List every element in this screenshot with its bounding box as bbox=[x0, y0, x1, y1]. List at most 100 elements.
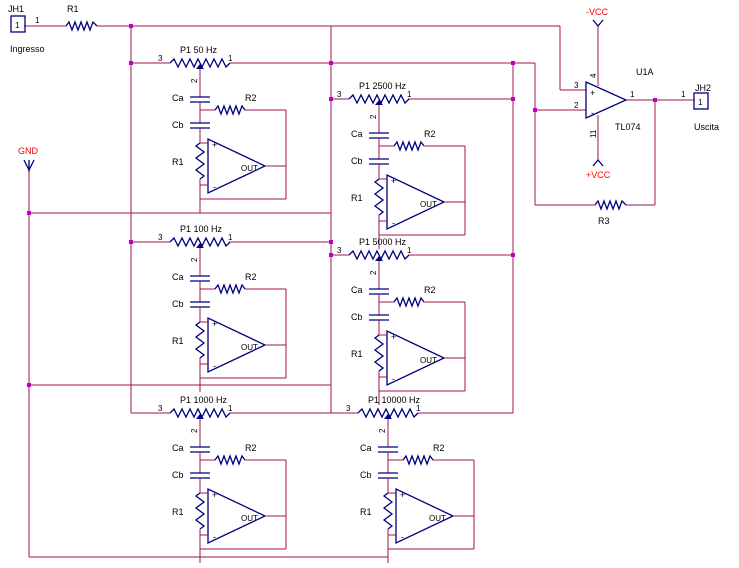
band-1000hz-opamp-out-label: OUT bbox=[241, 514, 258, 523]
band-50hz-pot-pin-a: 3 bbox=[158, 54, 163, 63]
band-50hz-pot-pin-b: 1 bbox=[228, 54, 233, 63]
band-10000hz bbox=[357, 408, 475, 564]
input-resistor-label: R1 bbox=[67, 4, 79, 14]
input-connector-pin: 1 bbox=[15, 21, 20, 30]
output-connector: JH2 1 1 Uscita bbox=[681, 83, 719, 132]
feedback-resistor: R3 bbox=[594, 199, 627, 226]
band-2500hz-pot-wiper: 2 bbox=[369, 114, 378, 119]
band-5000hz bbox=[348, 250, 466, 406]
band-5000hz-opamp-minus: - bbox=[392, 374, 395, 384]
band-2500hz-opamp-plus: + bbox=[391, 176, 396, 186]
ground-symbol: GND bbox=[18, 146, 39, 172]
band-50hz-res-2-label: R2 bbox=[245, 93, 257, 103]
band-1000hz-pot-pin-b: 1 bbox=[228, 404, 233, 413]
band-10000hz-cap-a-label: Ca bbox=[360, 443, 372, 453]
band-100hz-pot-wiper: 2 bbox=[190, 257, 199, 262]
band-5000hz-opamp-plus: + bbox=[391, 332, 396, 342]
band-10000hz-opamp-minus: - bbox=[401, 532, 404, 542]
band-50hz bbox=[169, 58, 287, 214]
main-opamp-pin-out: 1 bbox=[630, 90, 635, 99]
band-100hz-opamp-minus: - bbox=[213, 361, 216, 371]
band-10000hz-opamp-out-label: OUT bbox=[429, 514, 446, 523]
band-2500hz-res-1-label: R1 bbox=[351, 193, 363, 203]
band-100hz-res-2-label: R2 bbox=[245, 272, 257, 282]
band-5000hz-pot-pin-a: 3 bbox=[337, 246, 342, 255]
band-50hz-cap-b-label: Cb bbox=[172, 120, 184, 130]
vcc-pos-label: +VCC bbox=[586, 170, 611, 180]
output-connector-pin: 1 bbox=[698, 98, 703, 107]
band-5000hz-pot-label: P1 5000 Hz bbox=[359, 237, 407, 247]
main-opamp-ref: U1A bbox=[636, 67, 654, 77]
band-10000hz-pot-wiper: 2 bbox=[378, 428, 387, 433]
band-5000hz-pot-pin-b: 1 bbox=[407, 246, 412, 255]
band-5000hz-opamp-out-label: OUT bbox=[420, 356, 437, 365]
band-1000hz-res-1-label: R1 bbox=[172, 507, 184, 517]
output-caption: Uscita bbox=[694, 122, 719, 132]
band-50hz-opamp-minus: - bbox=[213, 182, 216, 192]
band-1000hz-pot-pin-a: 3 bbox=[158, 404, 163, 413]
band-2500hz-cap-a-label: Ca bbox=[351, 129, 363, 139]
band-50hz-opamp-plus: + bbox=[212, 140, 217, 150]
main-opamp-pin-vneg: 4 bbox=[589, 73, 598, 78]
input-pin-number: 1 bbox=[35, 16, 40, 25]
feedback-resistor-label: R3 bbox=[598, 216, 610, 226]
band-2500hz-opamp-out-label: OUT bbox=[420, 200, 437, 209]
band-100hz-opamp-out-label: OUT bbox=[241, 343, 258, 352]
input-connector-ref: JH1 bbox=[8, 4, 24, 14]
band-2500hz bbox=[348, 94, 466, 250]
band-50hz-cap-a-label: Ca bbox=[172, 93, 184, 103]
ground-label: GND bbox=[18, 146, 39, 156]
vcc-neg-label: -VCC bbox=[586, 7, 608, 17]
band-100hz-res-1-label: R1 bbox=[172, 336, 184, 346]
band-10000hz-pot-pin-b: 1 bbox=[416, 404, 421, 413]
main-opamp-plus: + bbox=[590, 88, 595, 98]
band-5000hz-res-1-label: R1 bbox=[351, 349, 363, 359]
band-1000hz bbox=[169, 408, 287, 564]
band-50hz-res-1-label: R1 bbox=[172, 157, 184, 167]
band-5000hz-res-2-label: R2 bbox=[424, 285, 436, 295]
main-opamp-pin-inv: 2 bbox=[574, 101, 579, 110]
band-2500hz-cap-b-label: Cb bbox=[351, 156, 363, 166]
band-1000hz-cap-b-label: Cb bbox=[172, 470, 184, 480]
main-opamp-part: TL074 bbox=[615, 122, 641, 132]
band-50hz-opamp-out-label: OUT bbox=[241, 164, 258, 173]
output-pin-number: 1 bbox=[681, 90, 686, 99]
band-100hz-pot-pin-b: 1 bbox=[228, 233, 233, 242]
input-caption: Ingresso bbox=[10, 44, 45, 54]
band-5000hz-cap-b-label: Cb bbox=[351, 312, 363, 322]
band-5000hz-pot-wiper: 2 bbox=[369, 270, 378, 275]
main-opamp-minus: - bbox=[591, 108, 594, 118]
band-2500hz-opamp-minus: - bbox=[392, 218, 395, 228]
band-50hz-pot-wiper: 2 bbox=[190, 78, 199, 83]
band-1000hz-opamp-plus: + bbox=[212, 490, 217, 500]
band-100hz-opamp-plus: + bbox=[212, 319, 217, 329]
junctions bbox=[27, 24, 657, 387]
main-opamp: U1A + - 3 2 1 4 11 TL074 bbox=[574, 67, 654, 138]
band-2500hz-pot-pin-a: 3 bbox=[337, 90, 342, 99]
main-opamp-pin-noninv: 3 bbox=[574, 81, 579, 90]
band-2500hz-res-2-label: R2 bbox=[424, 129, 436, 139]
band-1000hz-pot-wiper: 2 bbox=[190, 428, 199, 433]
output-connector-ref: JH2 bbox=[695, 83, 711, 93]
band-10000hz-res-1-label: R1 bbox=[360, 507, 372, 517]
global-wiring bbox=[24, 25, 694, 558]
band-1000hz-pot-label: P1 1000 Hz bbox=[180, 395, 228, 405]
band-2500hz-pot-label: P1 2500 Hz bbox=[359, 81, 407, 91]
band-100hz-cap-a-label: Ca bbox=[172, 272, 184, 282]
band-100hz-pot-label: P1 100 Hz bbox=[180, 224, 223, 234]
band-1000hz-cap-a-label: Ca bbox=[172, 443, 184, 453]
input-connector: JH1 1 1 Ingresso bbox=[8, 4, 45, 54]
band-10000hz-cap-b-label: Cb bbox=[360, 470, 372, 480]
band-10000hz-pot-pin-a: 3 bbox=[346, 404, 351, 413]
band-1000hz-res-2-label: R2 bbox=[245, 443, 257, 453]
band-100hz-pot-pin-a: 3 bbox=[158, 233, 163, 242]
band-10000hz-opamp-plus: + bbox=[400, 490, 405, 500]
band-100hz bbox=[169, 237, 287, 393]
band-5000hz-cap-a-label: Ca bbox=[351, 285, 363, 295]
power-symbols: -VCC +VCC bbox=[586, 7, 611, 180]
band-2500hz-pot-pin-b: 1 bbox=[407, 90, 412, 99]
band-10000hz-pot-label: P1 10000 Hz bbox=[368, 395, 421, 405]
band-1000hz-opamp-minus: - bbox=[213, 532, 216, 542]
input-resistor: R1 bbox=[65, 4, 98, 32]
